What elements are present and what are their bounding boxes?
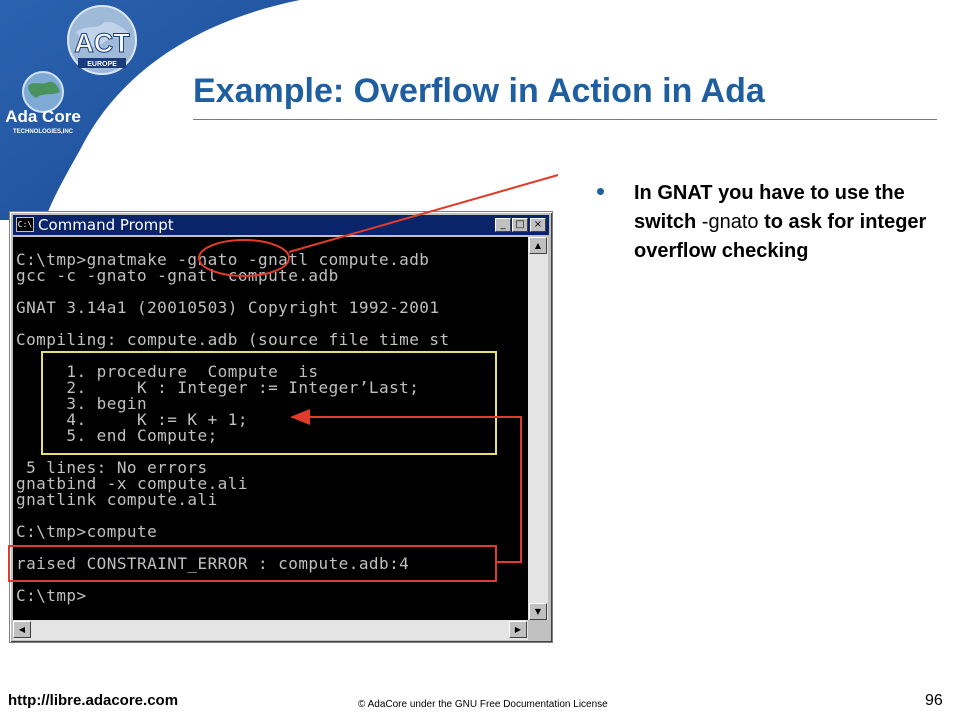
vertical-scrollbar[interactable]: ▲ ▼ [528, 237, 548, 620]
scroll-right-icon[interactable]: ▶ [509, 621, 527, 638]
console-line: gnatbind -x compute.ali [16, 474, 248, 493]
act-logo-subtext: EUROPE [87, 61, 117, 68]
act-logo-text: ACT [74, 28, 130, 58]
error-message-highlight [8, 545, 497, 582]
title-underline [193, 119, 937, 120]
console-line: 3. begin [16, 394, 148, 413]
bullet-dot-icon [597, 188, 604, 195]
page-number: 96 [925, 692, 943, 709]
console-line: 5 lines: No errors [16, 458, 208, 477]
footer-url[interactable]: http://libre.adacore.com [8, 692, 179, 709]
bullet-code: -gnato [701, 211, 759, 233]
console-line: 4. K := K + 1; [16, 410, 248, 429]
bullet-text-part1: In GNAT you have to use the switch [634, 182, 905, 233]
adacore-logo-subtext: TECHNOLOGIES,INC [13, 129, 74, 135]
console-icon[interactable]: C:\ [16, 217, 34, 232]
scroll-left-icon[interactable]: ◀ [13, 621, 31, 638]
console-line: 2. K : Integer := Integer’Last; [16, 378, 420, 397]
scroll-up-icon[interactable]: ▲ [529, 237, 547, 254]
maximize-button[interactable]: □ [512, 218, 528, 232]
footer-license: © AdaCore under the GNU Free Documentati… [358, 699, 608, 710]
console-line: GNAT 3.14a1 (20010503) Copyright 1992-20… [16, 298, 440, 317]
horizontal-scrollbar[interactable]: ◀ ▶ [13, 620, 528, 640]
console-line: C:\tmp>compute [16, 522, 158, 541]
slide-title: Example: Overflow in Action in Ada [193, 72, 765, 110]
console-line: Compiling: compute.adb (source file time… [16, 330, 450, 349]
window-titlebar[interactable]: C:\ Command Prompt _ □ × [13, 215, 549, 235]
bullet-text: In GNAT you have to use the switch -gnat… [634, 179, 944, 266]
source-listing-highlight [41, 351, 497, 455]
console-line: gcc -c -gnato -gnatl compute.adb [16, 266, 339, 285]
act-europe-logo: ACT EUROPE [62, 2, 142, 82]
window-title: Command Prompt [38, 216, 174, 234]
adacore-logo: Ada Core TECHNOLOGIES,INC [2, 70, 84, 140]
resize-corner[interactable] [528, 620, 548, 640]
close-button[interactable]: × [530, 218, 546, 232]
scroll-down-icon[interactable]: ▼ [529, 603, 547, 620]
console-line: 5. end Compute; [16, 426, 218, 445]
adacore-logo-text: Ada Core [5, 107, 81, 126]
bullet-text-part2: to ask for integer overflow checking [634, 211, 927, 262]
console-line: gnatlink compute.ali [16, 490, 218, 509]
minimize-button[interactable]: _ [495, 218, 511, 232]
console-line: 1. procedure Compute is [16, 362, 319, 381]
console-line: C:\tmp> [16, 586, 87, 605]
